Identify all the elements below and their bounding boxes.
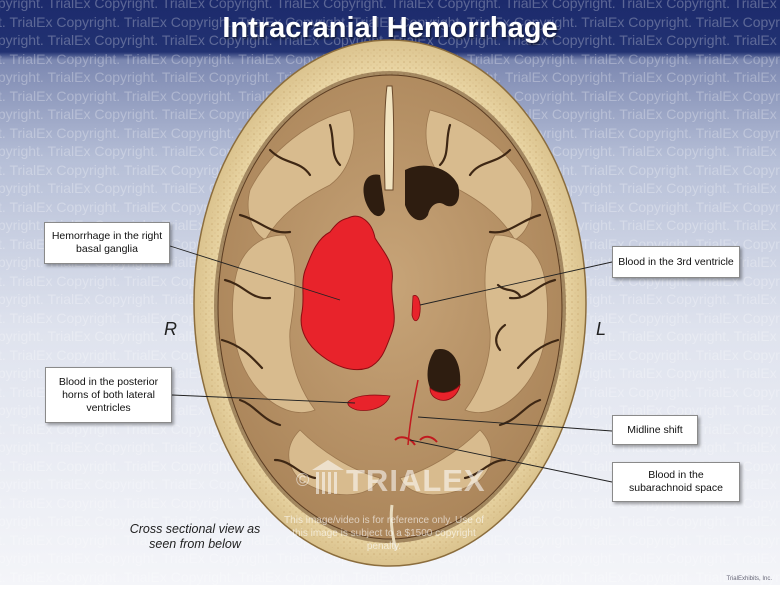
- right-side-label: R: [164, 319, 177, 339]
- watermark-row: Copyright. TrialEx Copyright. TrialEx Co…: [0, 13, 780, 30]
- callout-midline-shift: Midline shift: [612, 415, 698, 445]
- watermark-row: Copyright. TrialEx Copyright. TrialEx Co…: [0, 586, 780, 594]
- corner-credit: TrialExhibits, Inc.: [726, 576, 772, 582]
- page-title: Intracranial Hemorrhage: [222, 12, 558, 44]
- posterior-horn-blood-right: [347, 394, 391, 411]
- interhemispheric-fissure: [383, 85, 395, 191]
- usage-notice: This image/video is for reference only. …: [284, 515, 484, 552]
- trialex-logo-text: TRIALEX: [346, 463, 486, 498]
- view-caption: Cross sectional view as seen from below: [129, 522, 261, 551]
- logo-copyright-symbol: ©: [296, 470, 310, 490]
- callout-third-ventricle: Blood in the 3rd ventricle: [612, 246, 740, 278]
- callout-subarachnoid: Blood in the subarachnoid space: [612, 462, 740, 502]
- watermark-row: Copyright. TrialEx Copyright. TrialEx Co…: [0, 0, 780, 11]
- left-side-label: L: [596, 319, 607, 339]
- trialex-logo-mark: [312, 460, 344, 494]
- basal-ganglia-hemorrhage: [300, 215, 395, 371]
- left-lateral-ventricle: [405, 165, 460, 221]
- leader-lines: [169, 245, 613, 483]
- right-lateral-ventricle: [363, 174, 385, 217]
- callout-posterior-horns: Blood in the posterior horns of both lat…: [45, 367, 172, 423]
- third-ventricle-blood: [411, 295, 421, 322]
- watermark-row: Copyright. TrialEx Copyright. TrialEx Co…: [0, 568, 780, 585]
- callout-basal-ganglia-hemorrhage: Hemorrhage in the right basal ganglia: [44, 222, 170, 264]
- posterior-horn-blood-left: [429, 383, 461, 401]
- subarachnoid-blood: [394, 435, 438, 446]
